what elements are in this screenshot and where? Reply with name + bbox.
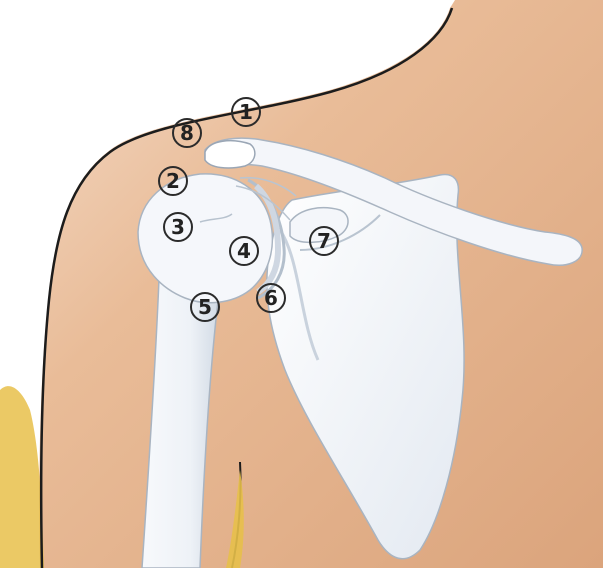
label-3: 3 (163, 212, 193, 242)
label-1: 1 (231, 97, 261, 127)
label-6: 6 (256, 283, 286, 313)
acromion-joint (205, 141, 255, 168)
label-5: 5 (190, 292, 220, 322)
label-8: 8 (172, 118, 202, 148)
label-7: 7 (309, 226, 339, 256)
label-4: 4 (229, 236, 259, 266)
label-2: 2 (158, 166, 188, 196)
